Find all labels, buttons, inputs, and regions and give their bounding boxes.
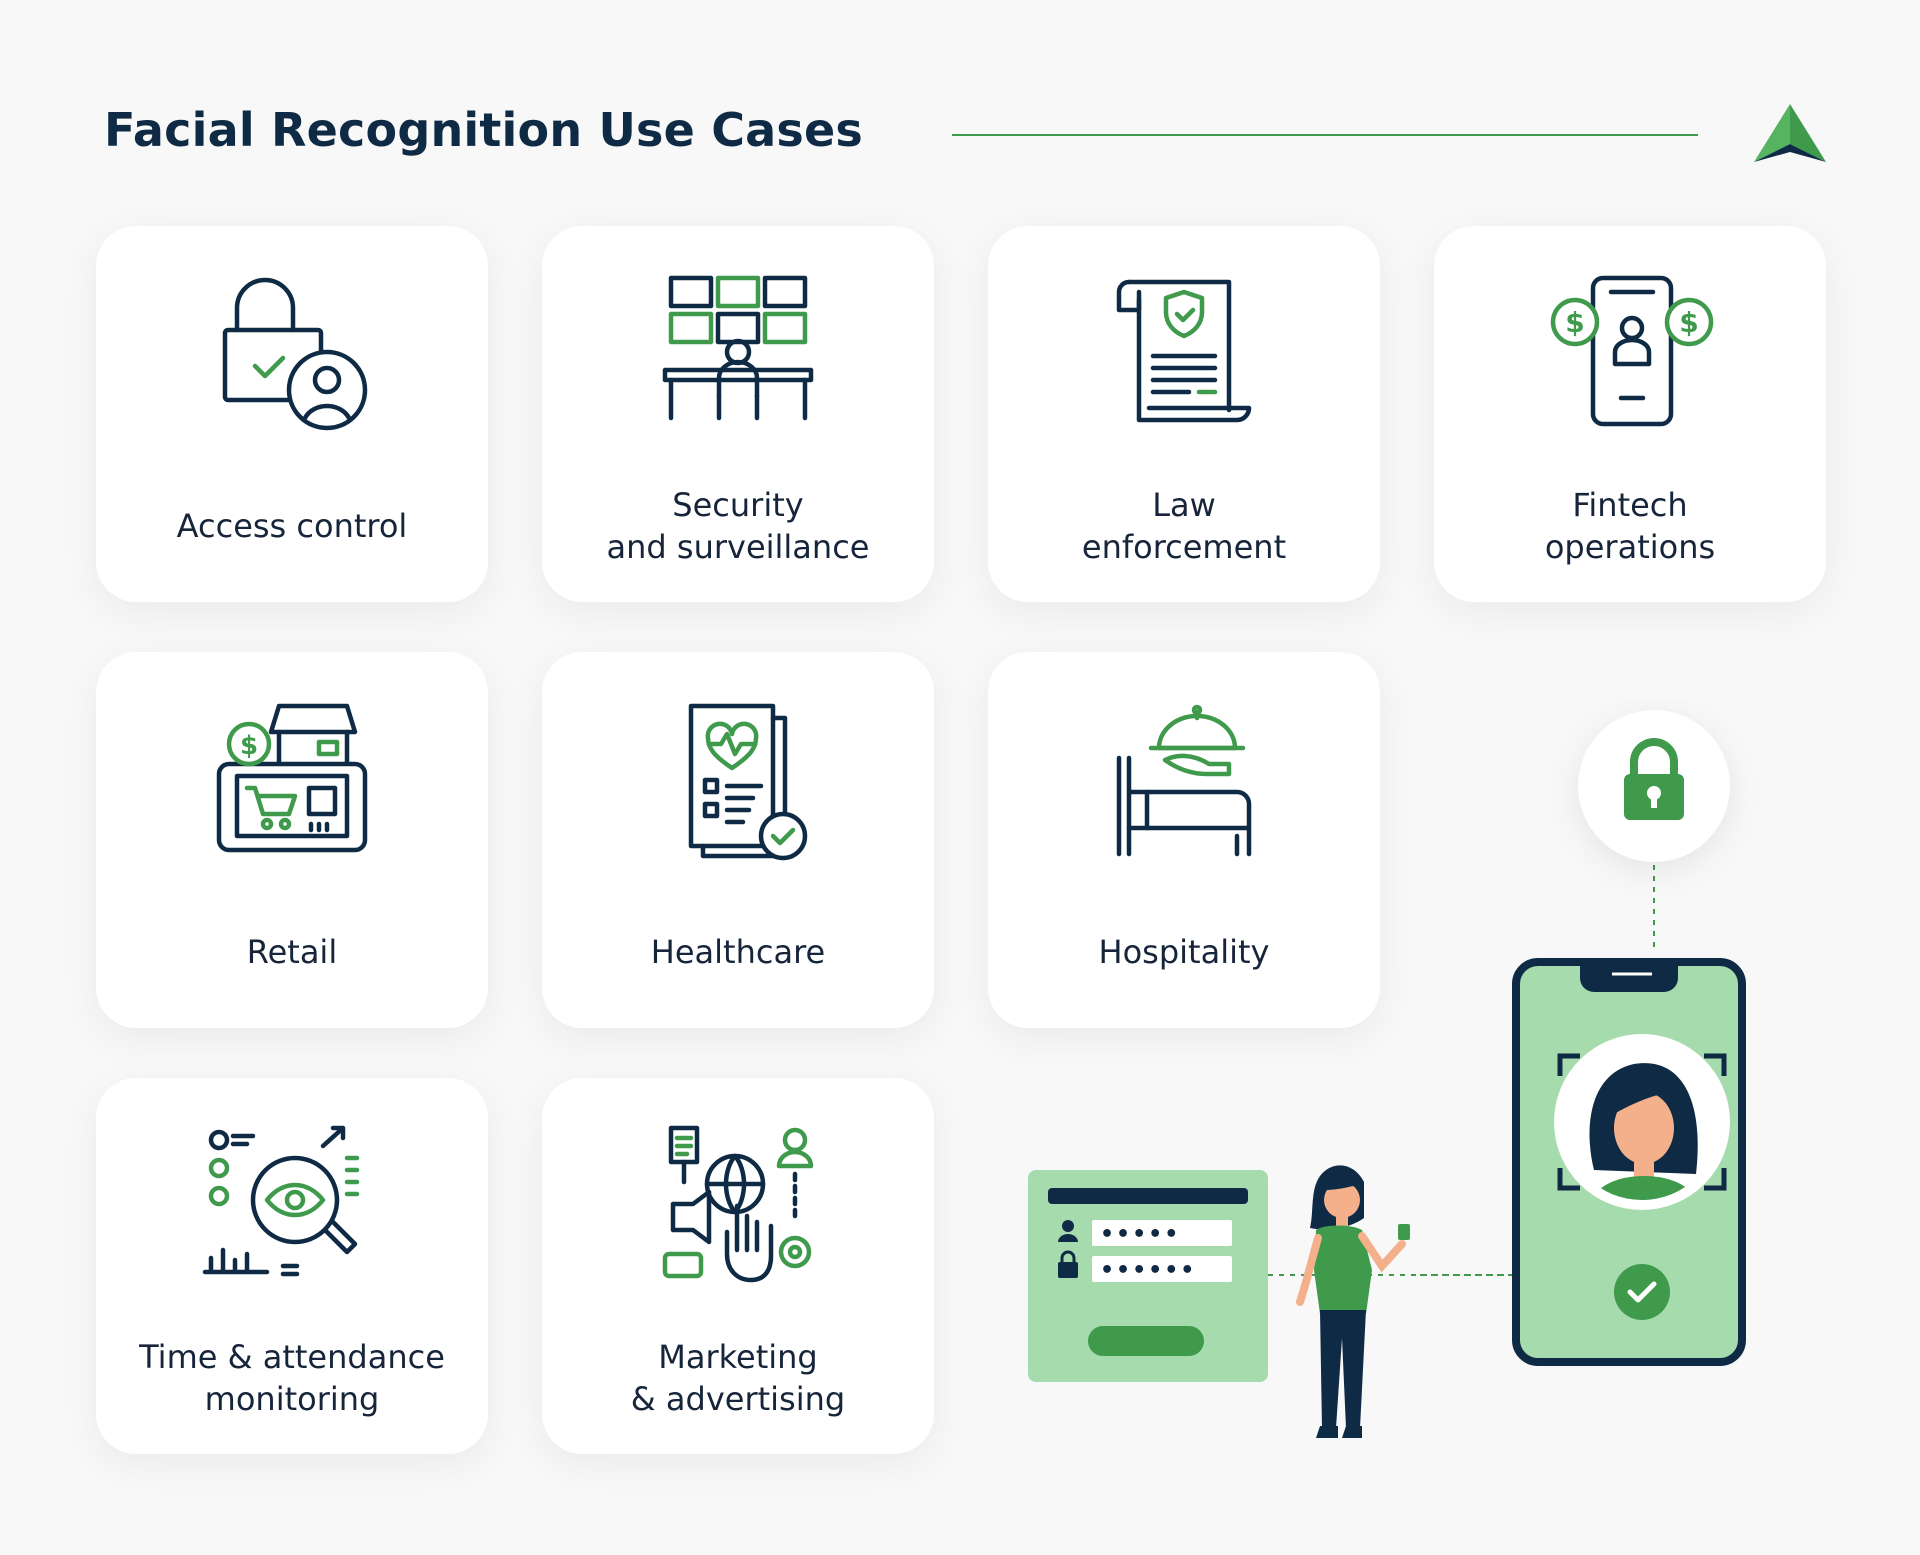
person-figure: [1296, 1165, 1410, 1438]
analytics-eye-magnifier-icon: [202, 1125, 360, 1277]
svg-text:••••••: ••••••: [1100, 1258, 1196, 1283]
card-label: Retail: [246, 933, 338, 971]
card-label: Healthcare: [650, 933, 826, 971]
login-form: ••••• ••••••: [1028, 1170, 1268, 1382]
phone-face-scan: [1512, 958, 1746, 1366]
law-document-shield-icon: [1116, 279, 1252, 423]
card-access-control: Access control: [96, 226, 488, 602]
card-retail: $ Retail: [96, 652, 488, 1028]
medical-record-icon: [688, 703, 808, 861]
padlock-user-icon: [222, 277, 368, 431]
card-label: Access control: [176, 507, 408, 545]
svg-text:$: $: [1679, 306, 1698, 339]
card-marketing-advertising: Marketing& advertising: [542, 1078, 934, 1454]
lock-bubble: [1578, 710, 1730, 862]
mobile-payment-icon: $ $: [1550, 275, 1714, 427]
svg-text:$: $: [1565, 306, 1584, 339]
face-login-illustration: ••••• ••••••: [1028, 710, 1746, 1438]
retail-store-cart-icon: $: [216, 703, 368, 853]
svg-text:$: $: [240, 731, 258, 761]
card-healthcare: Healthcare: [542, 652, 934, 1028]
hotel-service-bed-icon: [1116, 704, 1252, 857]
page-title: Facial Recognition Use Cases: [104, 103, 863, 157]
card-hospitality: Hospitality: [988, 652, 1380, 1028]
svg-text:•••••: •••••: [1100, 1222, 1180, 1247]
marketing-globe-touch-icon: [662, 1125, 814, 1283]
title-divider: [952, 134, 1698, 136]
brand-logo: [1754, 104, 1826, 162]
card-label: Marketing& advertising: [630, 1338, 846, 1418]
card-label: Hospitality: [1098, 933, 1270, 971]
surveillance-monitors-icon: [662, 275, 814, 421]
